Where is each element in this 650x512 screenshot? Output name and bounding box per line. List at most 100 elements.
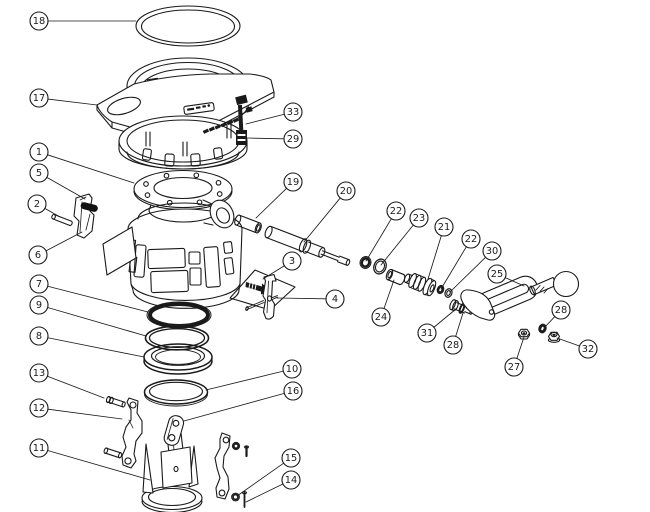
callout-22-19: 22 bbox=[440, 229, 481, 290]
callout-number-11: 11 bbox=[33, 443, 45, 454]
leader-line-31-25 bbox=[433, 308, 457, 328]
part-cam-arm-right bbox=[214, 432, 231, 500]
leader-line-1-2 bbox=[47, 154, 135, 184]
callout-balloon-7 bbox=[29, 274, 49, 294]
leader-line-20-15 bbox=[303, 197, 341, 243]
callout-number-2: 2 bbox=[34, 199, 40, 210]
part-pawl-pin bbox=[245, 295, 278, 311]
callout-16-31: 16 bbox=[183, 381, 303, 422]
leader-line-10-30 bbox=[205, 370, 284, 391]
part-sleeve-tube bbox=[234, 214, 262, 234]
callout-12-10: 12 bbox=[29, 398, 123, 420]
leader-line-32-29 bbox=[556, 337, 580, 347]
part-poppet-assembly-11 bbox=[141, 432, 203, 512]
callout-balloon-25 bbox=[487, 264, 507, 284]
callout-27-27: 27 bbox=[504, 336, 525, 377]
leader-line-25-21 bbox=[504, 277, 525, 287]
leader-line-24-24 bbox=[383, 279, 395, 309]
part-flag-plate bbox=[102, 226, 137, 276]
callout-10-30: 10 bbox=[205, 359, 302, 391]
leader-line-14-33 bbox=[245, 483, 284, 503]
callout-20-15: 20 bbox=[303, 181, 356, 243]
callout-9-7: 9 bbox=[29, 295, 147, 337]
callout-number-30: 30 bbox=[486, 246, 498, 257]
part-ring-10 bbox=[143, 379, 209, 407]
part-latch-pin bbox=[51, 213, 73, 226]
callout-25-21: 25 bbox=[487, 264, 525, 287]
callout-33-12: 33 bbox=[245, 102, 303, 125]
leader-line-8-8 bbox=[47, 337, 145, 358]
callout-13-9: 13 bbox=[29, 363, 105, 399]
part-oring-15 bbox=[231, 492, 240, 502]
leader-line-15-32 bbox=[236, 462, 285, 497]
callout-balloon-6 bbox=[28, 245, 48, 265]
callout-number-32: 32 bbox=[582, 344, 594, 355]
part-bushing-24 bbox=[385, 268, 406, 286]
callout-balloon-23 bbox=[409, 208, 429, 228]
callout-balloon-10 bbox=[282, 359, 302, 379]
callout-balloon-30 bbox=[482, 241, 502, 261]
callout-balloon-32 bbox=[578, 339, 598, 359]
callout-22-16: 22 bbox=[365, 201, 406, 262]
leader-line-3-22 bbox=[262, 265, 285, 280]
callout-balloon-11 bbox=[29, 438, 49, 458]
callout-29-13: 29 bbox=[246, 129, 303, 149]
part-lower-ring bbox=[118, 115, 248, 170]
callout-balloon-22 bbox=[386, 201, 406, 221]
callout-number-16: 16 bbox=[287, 386, 299, 397]
callout-balloon-29 bbox=[283, 129, 303, 149]
callout-number-19: 19 bbox=[287, 177, 299, 188]
leader-line-30-20 bbox=[449, 256, 486, 293]
callout-number-27: 27 bbox=[508, 362, 520, 373]
callout-balloon-16 bbox=[283, 381, 303, 401]
part-seal-8 bbox=[143, 343, 213, 375]
callout-2-4: 2 bbox=[27, 194, 61, 218]
callout-balloon-18 bbox=[29, 11, 49, 31]
callout-number-7: 7 bbox=[36, 279, 42, 290]
callout-19-14: 19 bbox=[255, 172, 303, 219]
leader-line-19-14 bbox=[255, 187, 287, 219]
callout-number-9: 9 bbox=[36, 300, 42, 311]
callout-number-14: 14 bbox=[285, 475, 297, 486]
part-oring-23 bbox=[373, 258, 387, 275]
leader-line-6-5 bbox=[45, 231, 83, 252]
callout-balloon-3 bbox=[282, 251, 302, 271]
leader-line-29-13 bbox=[246, 137, 285, 140]
leader-line-17-1 bbox=[47, 98, 98, 106]
callout-number-28: 28 bbox=[555, 305, 567, 316]
callout-balloon-33 bbox=[283, 102, 303, 122]
callout-30-20: 30 bbox=[449, 241, 502, 293]
callout-number-3: 3 bbox=[289, 256, 295, 267]
callout-number-6: 6 bbox=[35, 250, 41, 261]
callout-balloon-9 bbox=[29, 295, 49, 315]
leader-line-2-4 bbox=[44, 208, 61, 218]
callout-21-18: 21 bbox=[427, 217, 454, 280]
part-oring-22a bbox=[359, 256, 372, 269]
callout-balloon-28 bbox=[551, 300, 571, 320]
callout-balloon-15 bbox=[281, 448, 301, 468]
part-cam-arm-left-12 bbox=[121, 397, 143, 469]
callout-number-12: 12 bbox=[33, 403, 45, 414]
callout-number-4: 4 bbox=[332, 294, 338, 305]
callout-balloon-28 bbox=[443, 335, 463, 355]
part-pivot-pin-lower bbox=[103, 447, 123, 459]
callout-balloon-21 bbox=[434, 217, 454, 237]
leader-line-33-12 bbox=[245, 113, 285, 125]
callout-balloon-5 bbox=[29, 163, 49, 183]
callout-balloon-8 bbox=[29, 326, 49, 346]
callout-15-32: 15 bbox=[236, 448, 301, 497]
leader-line-28-26 bbox=[455, 312, 464, 337]
leader-line-22-19 bbox=[440, 246, 467, 290]
callout-number-29: 29 bbox=[287, 134, 299, 145]
callout-number-25: 25 bbox=[491, 269, 503, 280]
callout-balloon-2 bbox=[27, 194, 47, 214]
leader-line-21-18 bbox=[427, 235, 442, 280]
leader-line-13-9 bbox=[46, 375, 105, 399]
callout-number-15: 15 bbox=[285, 453, 297, 464]
leader-line-11-11 bbox=[47, 450, 151, 481]
part-latch-marks bbox=[202, 94, 253, 146]
plate-marking bbox=[187, 104, 211, 111]
leader-line-22-16 bbox=[365, 218, 392, 262]
callout-balloon-4 bbox=[325, 289, 345, 309]
